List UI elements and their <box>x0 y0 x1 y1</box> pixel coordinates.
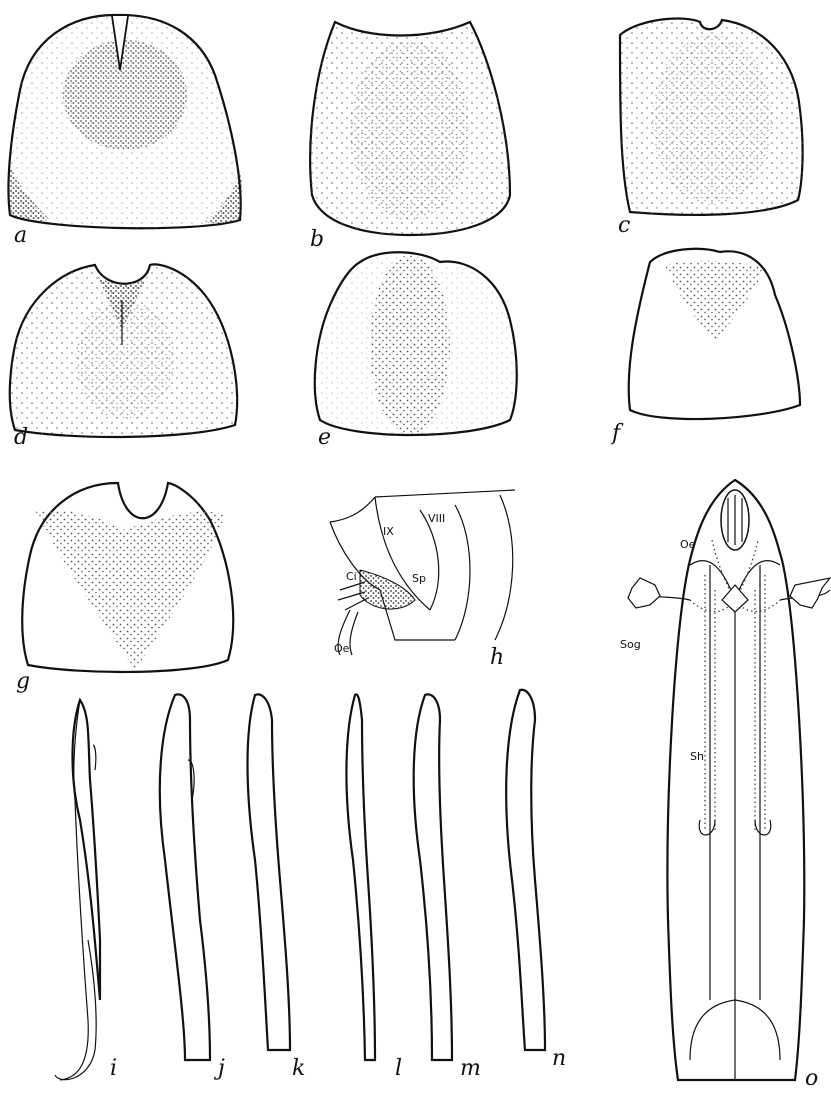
figure-o: Oe Sog Sh o <box>620 480 830 1091</box>
figure-m: m <box>414 694 481 1081</box>
figure-g: g <box>16 483 233 694</box>
label-l: l <box>395 1056 402 1081</box>
figure-a: a <box>8 15 242 248</box>
label-h-ci: Ci <box>346 570 357 583</box>
label-h-oe: Oe <box>334 642 350 655</box>
figure-l: l <box>346 694 402 1081</box>
figure-k: k <box>248 694 306 1081</box>
label-o-oe: Oe <box>680 538 696 551</box>
label-g: g <box>16 669 30 694</box>
label-i: i <box>110 1056 117 1081</box>
figure-e: e <box>315 252 517 450</box>
label-m: m <box>460 1056 481 1081</box>
label-o-sh: Sh <box>690 750 704 763</box>
figure-b: b <box>310 22 510 252</box>
label-b: b <box>310 227 324 252</box>
label-j: j <box>213 1056 225 1081</box>
figure-j: j <box>160 694 225 1081</box>
label-h-viii: VIII <box>428 512 445 525</box>
figure-f: f <box>610 249 800 446</box>
label-o: o <box>805 1066 818 1091</box>
label-h-ix: IX <box>383 525 394 538</box>
figure-h: IX VIII Sp Ci Oe h <box>330 490 515 670</box>
label-o-sog: Sog <box>620 638 641 651</box>
label-f: f <box>610 421 624 446</box>
label-n: n <box>552 1046 566 1071</box>
label-d: d <box>14 425 28 450</box>
figure-c: c <box>618 18 803 238</box>
label-h: h <box>490 645 504 670</box>
label-e: e <box>318 425 331 450</box>
figure-d: d <box>10 264 237 450</box>
figure-n: n <box>506 690 566 1071</box>
label-h-sp: Sp <box>412 572 426 585</box>
label-c: c <box>618 213 630 238</box>
label-k: k <box>292 1056 305 1081</box>
figure-i: i <box>55 700 117 1081</box>
label-a: a <box>14 223 27 248</box>
